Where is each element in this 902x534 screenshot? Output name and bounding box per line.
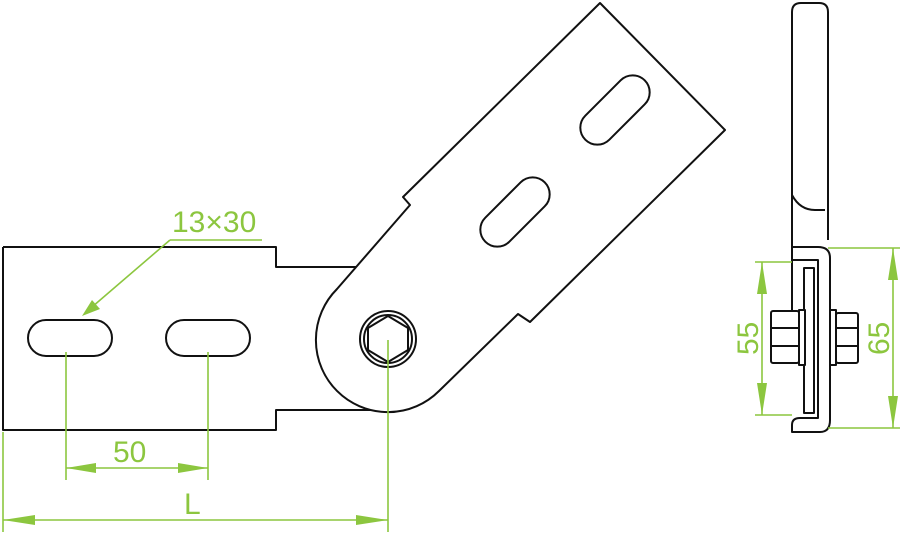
rotated-slot-2 bbox=[479, 176, 551, 248]
slot-spacing-label: 50 bbox=[113, 436, 146, 469]
rotated-slot-1 bbox=[579, 74, 651, 146]
left-slot-1 bbox=[27, 319, 113, 357]
rotated-plate bbox=[314, 2, 726, 414]
left-plate bbox=[2, 246, 382, 431]
length-label: L bbox=[184, 488, 201, 521]
slot-size-label: 13×30 bbox=[172, 206, 256, 239]
outer-height-dimension: 65 bbox=[828, 247, 900, 429]
slot-spacing-dimension: 50 bbox=[65, 352, 209, 480]
slot-size-dimension: 13×30 bbox=[82, 206, 262, 316]
outer-height-label: 65 bbox=[863, 322, 896, 355]
length-dimension: L bbox=[2, 340, 389, 532]
inner-height-dimension: 55 bbox=[732, 261, 792, 416]
side-view bbox=[770, 2, 859, 433]
left-slot-2 bbox=[165, 319, 251, 357]
inner-height-label: 55 bbox=[732, 322, 765, 355]
